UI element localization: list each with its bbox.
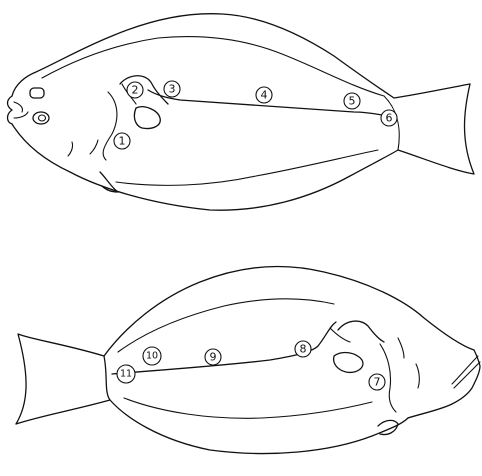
marker-7: 7 — [369, 374, 385, 390]
bottom-fish-dorsal-outline — [104, 267, 474, 356]
top-fish-tail — [398, 84, 474, 174]
marker-2-label: 2 — [132, 84, 139, 97]
marker-11-label: 11 — [120, 369, 132, 380]
top-fish — [8, 14, 475, 210]
top-fish-lower-eye — [33, 112, 49, 124]
marker-4: 4 — [256, 87, 272, 103]
marker-6-label: 6 — [386, 112, 393, 125]
marker-8-label: 8 — [300, 343, 307, 356]
top-fish-dorsal-fin-line — [42, 37, 384, 96]
marker-5-label: 5 — [349, 95, 356, 108]
top-fish-dorsal-outline — [12, 14, 470, 98]
marker-3-label: 3 — [169, 83, 176, 96]
marker-11: 11 — [117, 365, 135, 383]
top-fish-mouth — [8, 96, 13, 124]
top-fish-ventral-outline — [12, 124, 398, 210]
marker-5: 5 — [344, 93, 360, 109]
marker-4-label: 4 — [261, 89, 268, 102]
marker-2: 2 — [127, 82, 143, 98]
bottom-fish-pectoral-fin — [338, 321, 384, 342]
marker-1: 1 — [114, 133, 130, 149]
marker-10-label: 10 — [146, 351, 158, 362]
bottom-fish-gill-opening — [334, 353, 363, 373]
top-fish-gill-opening — [134, 107, 160, 129]
bottom-fish-anal-fin-line — [124, 398, 372, 418]
bottom-fish-tail — [16, 334, 110, 424]
marker-7-label: 7 — [374, 376, 381, 389]
marker-8: 8 — [295, 341, 311, 357]
marker-6: 6 — [381, 110, 397, 126]
bottom-fish-mouth — [452, 356, 480, 388]
top-fish-anal-fin-line — [116, 150, 378, 185]
marker-1-label: 1 — [119, 135, 126, 148]
bottom-fish — [16, 267, 480, 454]
marker-9-label: 9 — [210, 351, 217, 364]
marker-3: 3 — [164, 81, 180, 97]
marker-10: 10 — [143, 347, 161, 365]
top-fish-gill-cover — [103, 92, 117, 160]
top-fish-upper-eye — [30, 88, 44, 98]
marker-9: 9 — [205, 349, 221, 365]
